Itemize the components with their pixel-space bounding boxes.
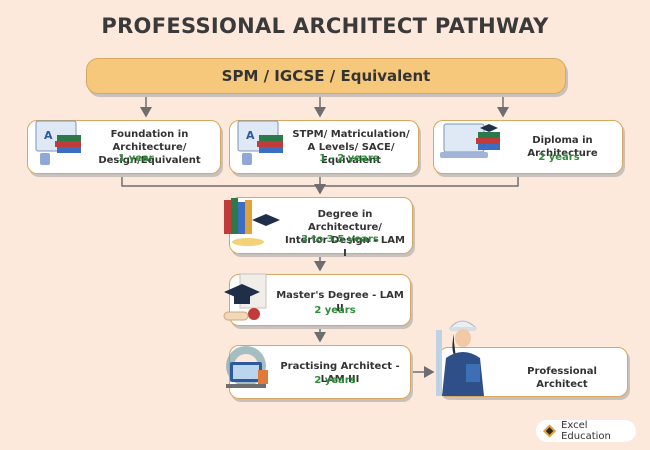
stpm-label: STPM/ Matriculation/A Levels/ SACE/ Equi… — [292, 129, 410, 166]
books-graduation-cap-icon — [224, 198, 280, 246]
architect-figure-icon — [436, 320, 484, 396]
excel-education-logo-icon — [542, 424, 557, 438]
laptop-books-icon — [440, 123, 500, 158]
diploma-label: Diploma in Architecture — [527, 135, 598, 159]
svg-text:A: A — [246, 129, 255, 142]
svg-text:A: A — [44, 129, 53, 142]
foundation-duration: 1 year — [118, 153, 154, 164]
masters-duration: 2 years — [314, 305, 356, 316]
professional-label: Professional Architect — [527, 366, 597, 390]
entry-box: SPM / IGCSE / Equivalent — [86, 58, 566, 94]
books-tablet-icon: A — [237, 120, 283, 165]
books-tablet-icon: A — [35, 120, 81, 165]
diploma-duration: 2 years — [538, 152, 580, 163]
graduation-cap-diploma-icon — [223, 273, 267, 321]
degree-duration: 3 to 3.5 years — [301, 234, 379, 245]
practising-label: Practising Architect - LAM III — [280, 361, 400, 385]
brand-name: Excel Education — [561, 420, 611, 442]
stpm-duration: 1 - 2 years — [319, 153, 379, 164]
masters-label: Master's Degree - LAM II — [276, 290, 404, 314]
brand-badge: Excel Education — [536, 420, 636, 442]
practising-duration: 2 years — [314, 375, 356, 386]
page-title: PROFESSIONAL ARCHITECT PATHWAY — [101, 14, 549, 38]
gear-computer-icon — [226, 346, 268, 388]
degree-label: Degree in Architecture/Interior Design -… — [285, 209, 405, 259]
foundation-label: Foundation in Architecture/Design/Equiva… — [98, 129, 201, 166]
